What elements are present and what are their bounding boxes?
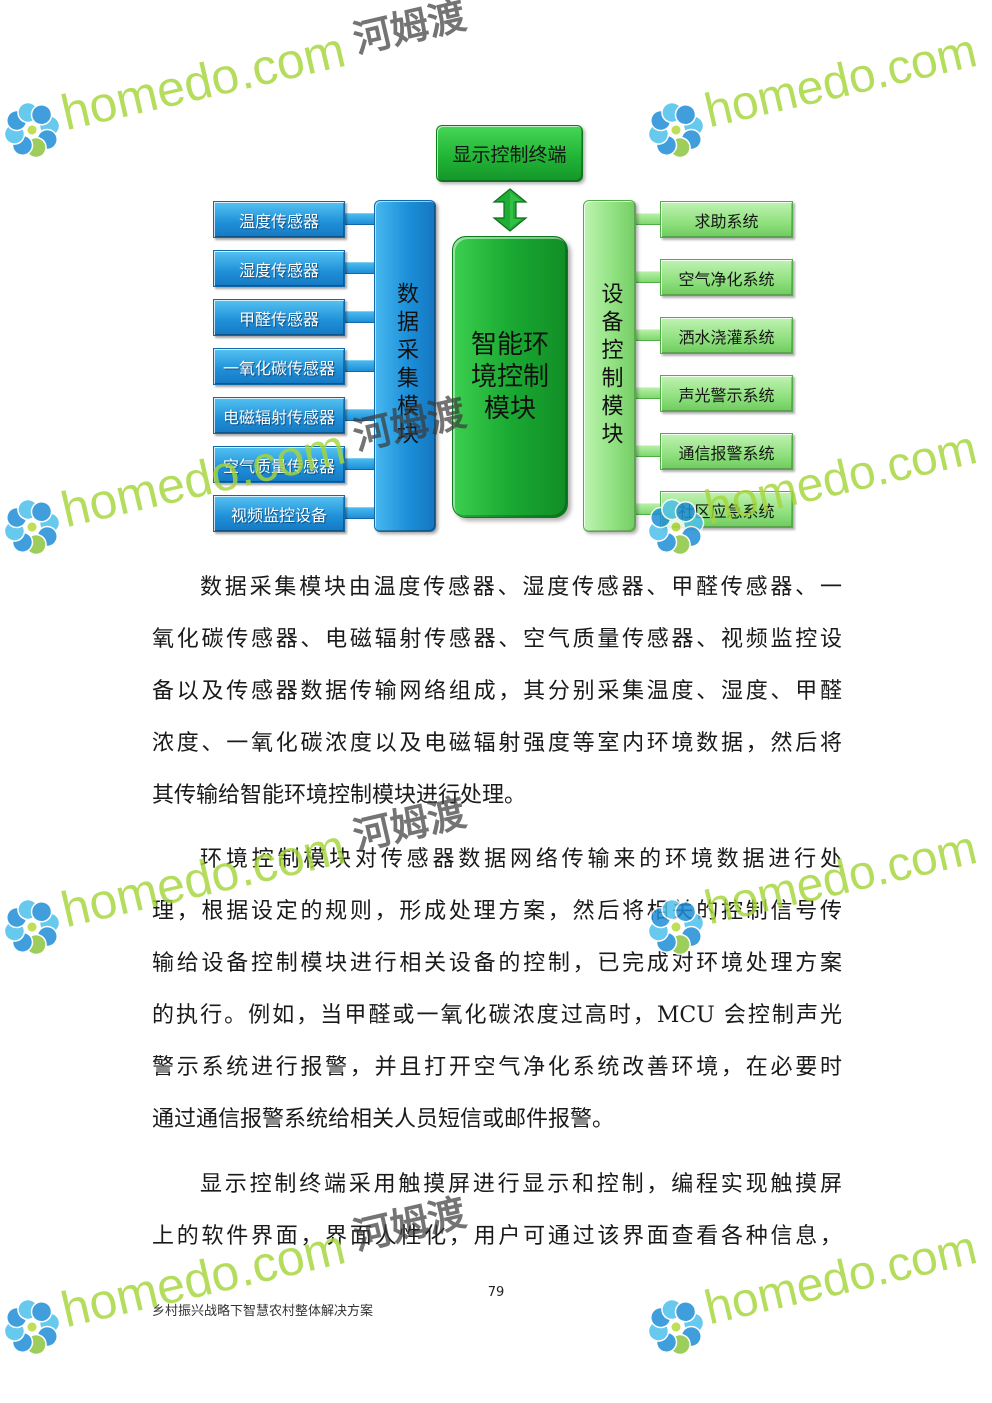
connector-line [635,213,661,225]
watermark-tld: .com [868,1221,982,1297]
connector-line [345,262,376,274]
sensor-box-humidity: 湿度传感器 [213,250,345,287]
system-label: 社区应急系统 [678,501,775,521]
sensor-label: 视频监控设备 [230,505,327,525]
sensor-box-electromagnetic: 电磁辐射传感器 [213,397,345,434]
paragraph-environment-control: 环境控制模块对传感器数据网络传输来的环境数据进行处 理，根据设定的规则，形成处理… [152,834,842,1146]
text-line: 其传输给智能环境控制模块进行处理。 [152,783,527,808]
data-acquisition-module-box: 数据采集模块 [374,200,436,532]
system-label: 空气净化系统 [678,269,775,289]
system-label: 洒水浇灌系统 [678,327,775,347]
connector-line [635,271,661,283]
paragraph-display-terminal: 显示控制终端采用触摸屏进行显示和控制，编程实现触摸屏 上的软件界面，界面人性化，… [152,1159,842,1263]
text-line: 备以及传感器数据传输网络组成，其分别采集温度、湿度、甲醛 [152,679,842,704]
page-footer: 乡村振兴战略下智慧农村整体解决方案 [152,1304,374,1319]
connector-line [345,311,376,323]
sensor-box-formaldehyde: 甲醛传感器 [213,299,345,336]
connector-line [345,213,376,225]
system-label: 通信报警系统 [678,443,775,463]
text-line: 环境控制模块对传感器数据网络传输来的环境数据进行处 [200,847,842,872]
connector-line [345,507,376,519]
text-line: 浓度、一氧化碳浓度以及电磁辐射强度等室内环境数据，然后将 [152,731,842,756]
system-label: 求助系统 [694,211,759,231]
sensor-label: 电磁辐射传感器 [222,407,335,427]
text-line: 上的软件界面，界面人性化，用户可通过该界面查看各种信息， [152,1224,842,1249]
sensor-label: 温度传感器 [238,211,319,231]
connector-line [345,458,376,470]
sensor-label: 湿度传感器 [238,260,319,280]
connector-line [635,445,661,457]
smart-environment-control-module-label: 智能环境控制模块 [470,330,549,424]
connector-line [345,409,376,421]
system-box-communication-alarm: 通信报警系统 [660,433,793,470]
system-label: 声光警示系统 [678,385,775,405]
system-architecture-diagram: 显示控制终端 温度传感器 湿度传感器 甲醛传感器 一氧化碳传感器 电磁辐射传感器… [0,0,992,560]
system-box-community-emergency: 社区应急系统 [660,491,793,528]
connector-line [345,360,376,372]
double-arrow-icon [492,188,528,232]
text-line: 氧化碳传感器、电磁辐射传感器、空气质量传感器、视频监控设 [152,627,842,652]
sensor-box-temperature: 温度传感器 [213,201,345,238]
sensor-label: 空气质量传感器 [222,456,335,476]
text-line: 显示控制终端采用触摸屏进行显示和控制，编程实现触摸屏 [200,1172,842,1197]
connector-line [635,329,661,341]
sensor-label: 甲醛传感器 [238,309,319,329]
text-line: 输给设备控制模块进行相关设备的控制，已完成对环境处理方案 [152,951,842,976]
system-box-sprinkler: 洒水浇灌系统 [660,317,793,354]
data-acquisition-module-label: 数据采集模块 [393,282,418,450]
paragraph-data-acquisition: 数据采集模块由温度传感器、湿度传感器、甲醛传感器、一 氧化碳传感器、电磁辐射传感… [152,562,842,822]
system-box-audio-visual-alarm: 声光警示系统 [660,375,793,412]
display-control-terminal-label: 显示控制终端 [452,144,567,166]
sensor-label: 一氧化碳传感器 [222,358,335,378]
device-control-module-box: 设备控制模块 [583,200,636,532]
text-line: 数据采集模块由温度传感器、湿度传感器、甲醛传感器、一 [200,575,842,600]
flower-logo-icon [3,898,61,956]
display-control-terminal-box: 显示控制终端 [436,125,583,182]
device-control-module-label: 设备控制模块 [597,282,623,450]
sensor-box-video: 视频监控设备 [213,495,345,532]
page-number: 79 [487,1285,505,1300]
text-line: 理，根据设定的规则，形成处理方案，然后将相关的控制信号传 [152,899,842,924]
text-line: 警示系统进行报警，并且打开空气净化系统改善环境，在必要时 [152,1055,842,1080]
connector-line [635,387,661,399]
sensor-box-air-quality: 空气质量传感器 [213,446,345,483]
smart-environment-control-module-box: 智能环境控制模块 [452,236,568,518]
text-line: 通过通信报警系统给相关人员短信或邮件报警。 [152,1107,615,1132]
sensor-box-carbon-monoxide: 一氧化碳传感器 [213,348,345,385]
text-line: 的执行。例如，当甲醛或一氧化碳浓度过高时，MCU 会控制声光 [152,1003,842,1028]
system-box-help: 求助系统 [660,201,793,238]
connector-line [635,503,661,515]
watermark-tld: .com [868,821,982,897]
system-box-air-purification: 空气净化系统 [660,259,793,296]
